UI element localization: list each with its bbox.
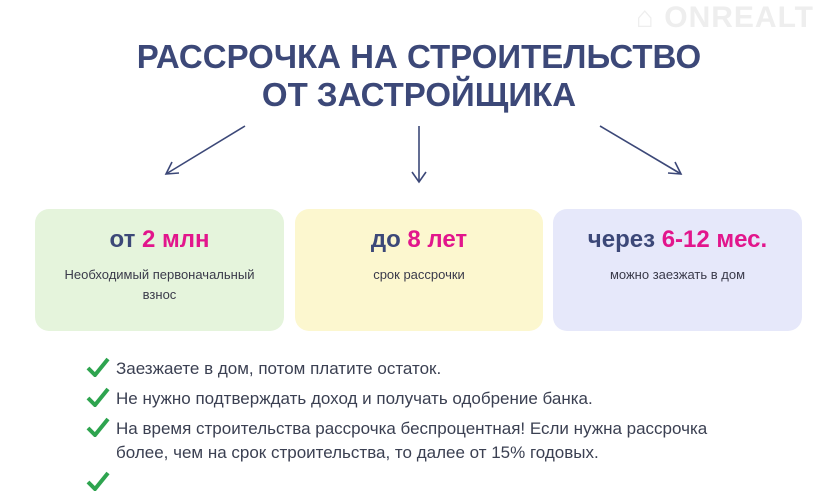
list-item: Не нужно подтверждать доход и получать о…: [86, 387, 756, 411]
watermark-text: ONREALT: [664, 1, 814, 34]
card-caption: можно заезжать в дом: [609, 267, 746, 282]
list-item: Заезжаете в дом, потом платите остаток.: [86, 357, 756, 381]
watermark-logo: ⌂ ONREALT: [635, 1, 814, 34]
title-line-1: РАССРОЧКА НА СТРОИТЕЛЬСТВО: [136, 38, 702, 75]
check-icon: [86, 357, 110, 377]
arrow-down-icon: [411, 126, 427, 184]
benefits-list: Заезжаете в дом, потом платите остаток. …: [86, 357, 756, 497]
arrows: [164, 125, 683, 184]
card-value: 2 млн: [141, 226, 210, 253]
card-move-in: через 6-12 мес. можно заезжать в дом: [553, 209, 802, 331]
check-icon: [86, 417, 110, 437]
card-caption: Необходимый первоначальный взнос: [64, 267, 255, 302]
card-value: 8 лет: [407, 226, 468, 253]
card-value: 6-12 мес.: [661, 226, 768, 253]
title-line-2: ОТ ЗАСТРОЙЩИКА: [261, 76, 577, 113]
card-down-payment: от 2 млн Необходимый первоначальный взно…: [35, 209, 284, 331]
arrow-right-icon: [599, 125, 683, 175]
list-item: На время строительства рассрочка беспроц…: [86, 417, 756, 465]
list-item-partial: [86, 471, 756, 491]
arrow-left-icon: [164, 125, 246, 175]
check-icon: [86, 471, 110, 491]
check-icon: [86, 387, 110, 407]
card-term: до 8 лет срок рассрочки: [295, 209, 543, 331]
page-title: РАССРОЧКА НА СТРОИТЕЛЬСТВО ОТ ЗАСТРОЙЩИК…: [0, 38, 838, 114]
card-caption: срок рассрочки: [373, 267, 465, 282]
